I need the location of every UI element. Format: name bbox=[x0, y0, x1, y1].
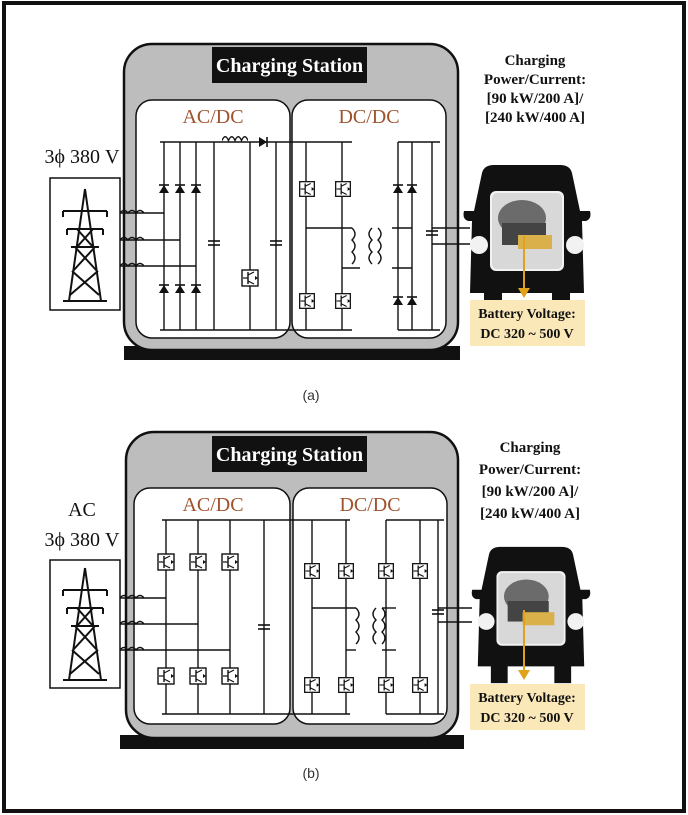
battery-label-box-a bbox=[470, 300, 585, 346]
station-title-box-b bbox=[212, 436, 367, 472]
power-line4-a: [240 kW/400 A] bbox=[485, 110, 585, 126]
igbt-b2 bbox=[189, 553, 207, 571]
battery-line1-a: Battery Voltage: bbox=[478, 307, 576, 322]
dcdc-section-a bbox=[291, 99, 447, 339]
acdc-section-b bbox=[133, 487, 291, 725]
igbt-b6 bbox=[221, 667, 239, 685]
rectifier-circuit-a bbox=[120, 141, 284, 331]
battery-line2-a: DC 320 ~ 500 V bbox=[480, 327, 573, 342]
igbt-b5 bbox=[189, 667, 207, 685]
battery-label-box-b bbox=[470, 684, 585, 730]
arrow-head-b bbox=[518, 670, 530, 680]
igbt-boost-a bbox=[241, 269, 259, 287]
acdc-section-a bbox=[135, 99, 291, 339]
igbt-b9 bbox=[304, 677, 320, 693]
igbt-b13 bbox=[378, 677, 394, 693]
panel-b: Charging Station AC/DC DC/DC bbox=[45, 430, 591, 781]
battery-line2-b: DC 320 ~ 500 V bbox=[480, 711, 573, 726]
power-line1-b: Charging bbox=[500, 440, 561, 456]
power-line2-b: Power/Current: bbox=[479, 462, 581, 478]
igbt-a3 bbox=[299, 293, 315, 309]
caption-a: (a) bbox=[302, 387, 319, 403]
power-line3-b: [90 kW/200 A]/ bbox=[482, 484, 580, 500]
power-line1-a: Charging bbox=[505, 53, 566, 69]
power-line3-a: [90 kW/200 A]/ bbox=[487, 91, 585, 107]
panel-a: Charging Station AC/DC DC/DC bbox=[45, 42, 591, 403]
caption-b: (b) bbox=[302, 765, 319, 781]
acdc-label-b: AC/DC bbox=[182, 494, 243, 516]
igbt-b3 bbox=[221, 553, 239, 571]
igbt-a4 bbox=[335, 293, 351, 309]
igbt-b4 bbox=[157, 667, 175, 685]
battery-line1-b: Battery Voltage: bbox=[478, 691, 576, 706]
igbt-b12 bbox=[412, 563, 428, 579]
grid-voltage-b: 3ϕ 380 V bbox=[45, 529, 121, 551]
station-title-box-a bbox=[212, 47, 367, 83]
power-line4-b: [240 kW/400 A] bbox=[480, 506, 580, 522]
grid-lines-b bbox=[119, 594, 145, 652]
acdc-label-a: AC/DC bbox=[182, 106, 243, 128]
igbt-b11 bbox=[378, 563, 394, 579]
igbt-a1 bbox=[299, 181, 315, 197]
arrow-head-a bbox=[518, 288, 530, 298]
dcdc-section-b bbox=[292, 487, 448, 725]
grid-box-b bbox=[49, 559, 121, 689]
dcdc-label-a: DC/DC bbox=[338, 106, 399, 128]
grid-box-a bbox=[49, 177, 121, 311]
dcdc-label-b: DC/DC bbox=[339, 494, 400, 516]
igbt-b8 bbox=[338, 563, 354, 579]
igbt-b10 bbox=[338, 677, 354, 693]
station-title-b: Charging Station bbox=[216, 444, 363, 466]
igbt-b7 bbox=[304, 563, 320, 579]
igbt-a2 bbox=[335, 181, 351, 197]
grid-voltage-a: 3ϕ 380 V bbox=[45, 146, 121, 168]
electric-car-icon-b bbox=[471, 546, 591, 684]
igbt-b1 bbox=[157, 553, 175, 571]
power-line2-a: Power/Current: bbox=[484, 72, 586, 88]
grid-lines-a bbox=[119, 209, 145, 268]
igbt-b14 bbox=[412, 677, 428, 693]
grid-ac-label-b: AC bbox=[68, 499, 96, 521]
station-title-a: Charging Station bbox=[216, 55, 363, 77]
